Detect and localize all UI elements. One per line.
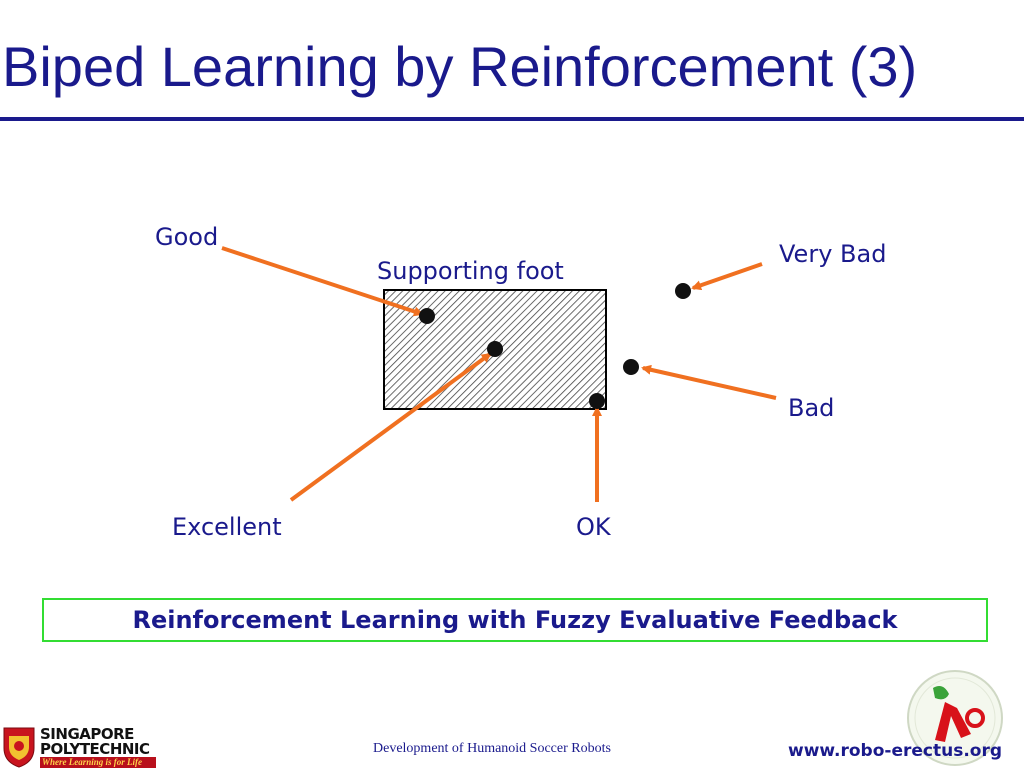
summary-banner: Reinforcement Learning with Fuzzy Evalua… xyxy=(42,598,988,642)
label-excellent: Excellent xyxy=(172,513,282,541)
slide-title: Biped Learning by Reinforcement (3) xyxy=(2,35,918,98)
banner-text: Reinforcement Learning with Fuzzy Evalua… xyxy=(132,606,898,634)
footer-caption: Development of Humanoid Soccer Robots xyxy=(373,741,611,756)
label-good: Good xyxy=(155,223,219,251)
singapore-polytechnic-crest-icon xyxy=(3,727,35,768)
point-good xyxy=(419,308,435,324)
label-bad: Bad xyxy=(788,394,835,422)
website-link[interactable]: www.robo-erectus.org xyxy=(788,741,1003,761)
arrow-very-bad xyxy=(691,262,763,291)
arrow-bad xyxy=(641,364,777,400)
point-very-bad xyxy=(675,283,691,299)
point-ok xyxy=(589,393,605,409)
logo-tagline: Where Learning is for Life xyxy=(40,757,156,768)
title-divider xyxy=(0,117,1024,121)
arrow-good xyxy=(221,246,424,317)
point-excellent xyxy=(487,341,503,357)
singapore-polytechnic-logo: SINGAPORE POLYTECHNIC Where Learning is … xyxy=(2,726,158,768)
robo-erectus-logo-icon xyxy=(907,670,1003,766)
arrow-excellent xyxy=(289,352,492,502)
label-supporting-foot: Supporting foot xyxy=(377,257,564,285)
point-bad xyxy=(623,359,639,375)
logo-line1: SINGAPORE xyxy=(40,725,134,743)
label-ok: OK xyxy=(576,513,611,541)
logo-line2: POLYTECHNIC xyxy=(40,740,150,758)
label-very-bad: Very Bad xyxy=(779,240,887,268)
